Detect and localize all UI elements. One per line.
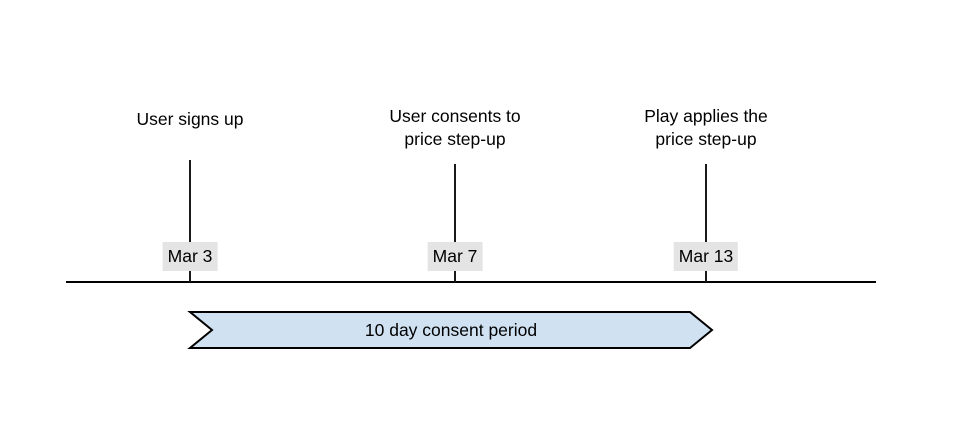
event-date-user-consents: Mar 7 [427,242,483,271]
event-label-play-applies-step-up: Play applies the price step-up [644,105,768,151]
event-label-user-signs-up: User signs up [137,108,244,131]
event-tick-play-applies-step-up [705,164,707,282]
event-label-line-2: price step-up [404,129,506,149]
event-date-play-applies-step-up: Mar 13 [673,242,739,271]
event-label-user-consents: User consents to price step-up [389,105,520,151]
event-label-line-1: User consents to [389,106,521,126]
consent-period-banner-shape [187,311,714,349]
event-label-line-2: price step-up [655,129,757,149]
timeline-axis [66,281,876,283]
event-label-line-1: Play applies the [644,106,768,126]
consent-period-banner: 10 day consent period [187,310,714,350]
event-tick-user-consents [454,164,456,282]
event-label-line-1: User signs up [136,109,244,129]
event-tick-user-signs-up [189,160,191,282]
consent-period-banner-polygon [187,311,714,349]
event-date-user-signs-up: Mar 3 [162,242,218,271]
